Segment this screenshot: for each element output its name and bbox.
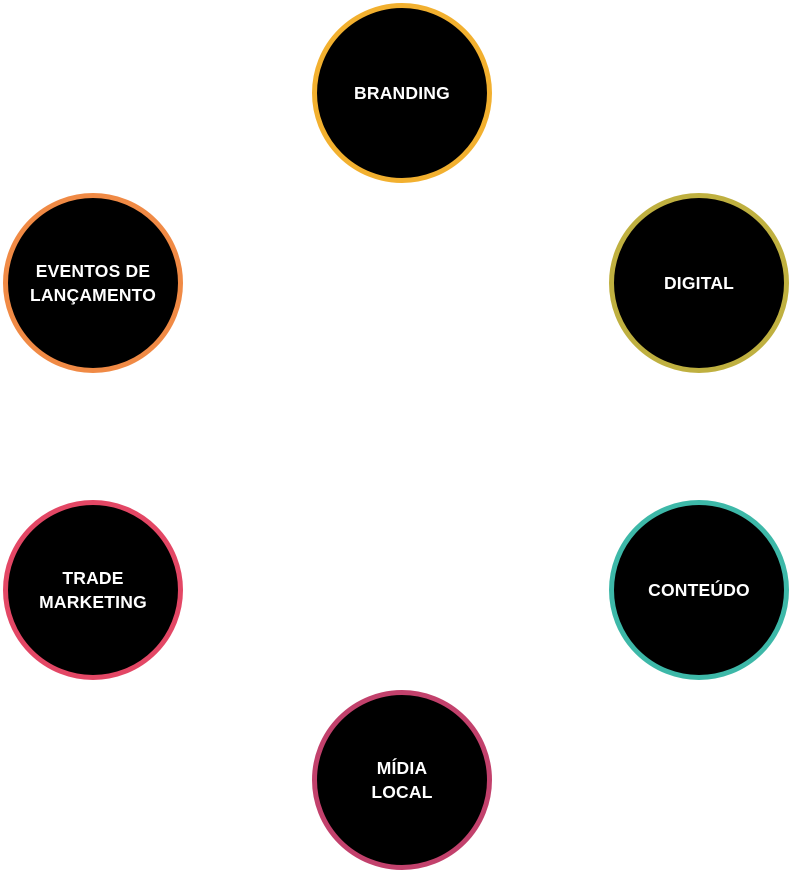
node-branding-line-1: BRANDING (354, 83, 450, 103)
node-eventos-de-lancamento: EVENTOS DE LANÇAMENTO (3, 193, 183, 373)
node-digital: DIGITAL (609, 193, 789, 373)
node-eventos-de-lancamento-line-2: LANÇAMENTO (29, 285, 157, 305)
node-midia-local: MÍDIA LOCAL (312, 690, 492, 870)
node-midia-local-line-2: LOCAL (371, 782, 433, 802)
node-conteudo-line-1: CONTEÚDO (648, 580, 750, 600)
node-midia-local-line-1: MÍDIA (376, 758, 428, 778)
node-eventos-de-lancamento-label: EVENTOS DE LANÇAMENTO (30, 259, 156, 307)
node-trade-marketing-line-2: MARKETING (39, 592, 147, 612)
node-trade-marketing-label: TRADE MARKETING (39, 566, 147, 614)
node-conteudo-label: CONTEÚDO (648, 578, 750, 602)
node-branding: BRANDING (312, 3, 492, 183)
node-conteudo: CONTEÚDO (609, 500, 789, 680)
node-midia-local-label: MÍDIA LOCAL (371, 756, 432, 804)
node-digital-line-1: DIGITAL (663, 273, 735, 293)
node-branding-label: BRANDING (354, 81, 450, 105)
node-eventos-de-lancamento-line-1: EVENTOS DE (35, 261, 151, 281)
node-trade-marketing: TRADE MARKETING (3, 500, 183, 680)
node-trade-marketing-line-1: TRADE (62, 568, 124, 588)
node-digital-label: DIGITAL (664, 271, 734, 295)
